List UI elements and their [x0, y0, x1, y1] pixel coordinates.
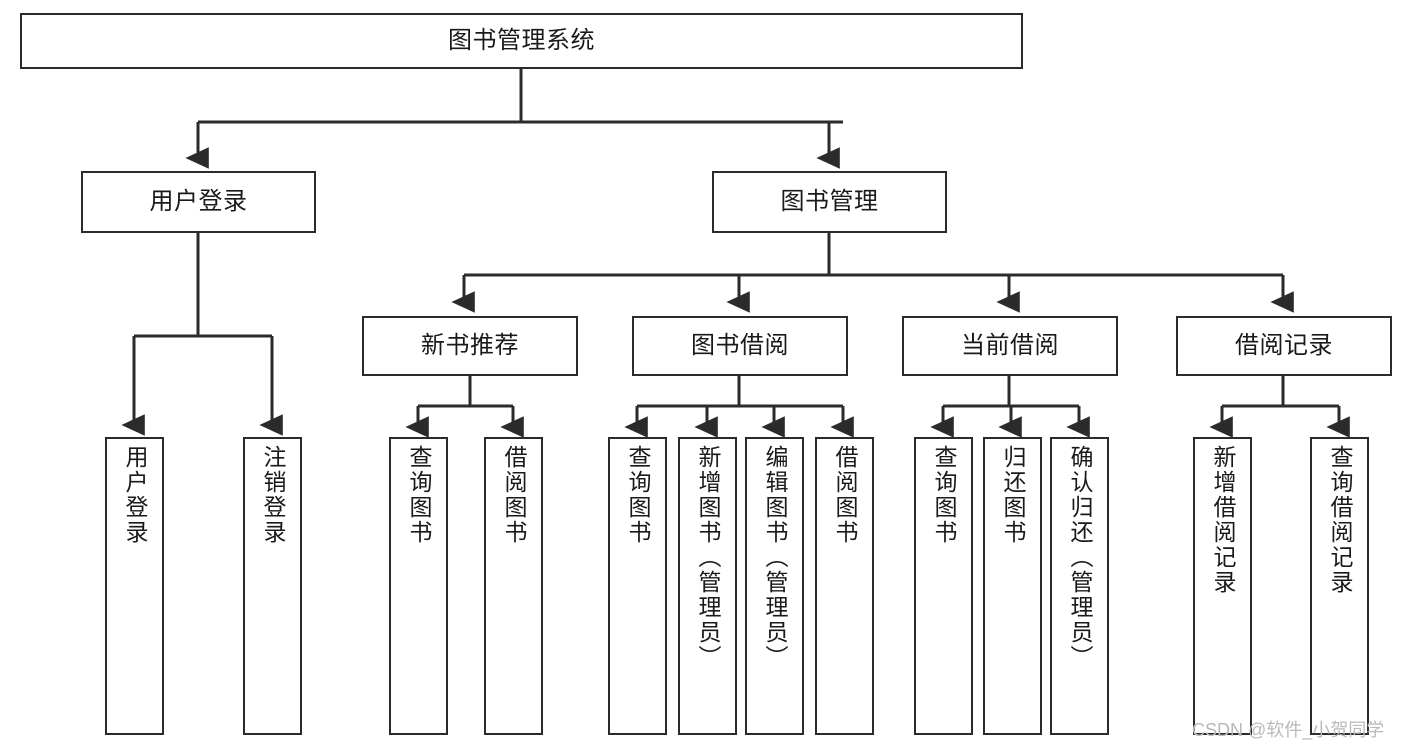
node-book-manage-label: 图书管理	[780, 187, 879, 215]
leaf-user-login-label: 用户登录	[122, 445, 148, 545]
leaf-logout-label: 注销登录	[260, 445, 286, 545]
leaf-add-book-admin-label: 新增图书（管理员）	[695, 445, 721, 670]
node-book-borrow-label: 图书借阅	[691, 331, 789, 359]
leaf-query-book-borrow-label: 查询图书	[625, 445, 651, 545]
leaf-add-borrow-record-label: 新增借阅记录	[1210, 445, 1236, 595]
leaf-borrow-book-rec[interactable]: 借阅图书	[484, 437, 543, 735]
node-book-borrow[interactable]: 图书借阅	[632, 316, 848, 376]
leaf-query-borrow-record[interactable]: 查询借阅记录	[1310, 437, 1369, 735]
leaf-query-book-current-label: 查询图书	[931, 445, 957, 545]
node-current-borrow-label: 当前借阅	[961, 331, 1059, 359]
leaf-add-book-admin[interactable]: 新增图书（管理员）	[678, 437, 737, 735]
node-new-book-recommend[interactable]: 新书推荐	[362, 316, 578, 376]
leaf-return-book[interactable]: 归还图书	[983, 437, 1042, 735]
node-borrow-record-label: 借阅记录	[1235, 331, 1333, 359]
leaf-return-book-label: 归还图书	[1000, 445, 1026, 545]
leaf-query-book-rec-label: 查询图书	[406, 445, 432, 545]
leaf-query-borrow-record-label: 查询借阅记录	[1327, 445, 1353, 595]
leaf-query-book-rec[interactable]: 查询图书	[389, 437, 448, 735]
node-new-book-recommend-label: 新书推荐	[421, 331, 519, 359]
leaf-query-book-borrow[interactable]: 查询图书	[608, 437, 667, 735]
leaf-user-login[interactable]: 用户登录	[105, 437, 164, 735]
node-user-login-label: 用户登录	[149, 187, 248, 215]
leaf-edit-book-admin-label: 编辑图书（管理员）	[762, 445, 788, 670]
leaf-query-book-current[interactable]: 查询图书	[914, 437, 973, 735]
leaf-confirm-return-admin-label: 确认归还（管理员）	[1067, 445, 1093, 670]
leaf-edit-book-admin[interactable]: 编辑图书（管理员）	[745, 437, 804, 735]
node-root-label: 图书管理系统	[448, 26, 595, 54]
leaf-borrow-book[interactable]: 借阅图书	[815, 437, 874, 735]
leaf-borrow-book-rec-label: 借阅图书	[501, 445, 527, 545]
leaf-logout[interactable]: 注销登录	[243, 437, 302, 735]
node-user-login[interactable]: 用户登录	[81, 171, 316, 233]
node-book-manage[interactable]: 图书管理	[712, 171, 947, 233]
node-borrow-record[interactable]: 借阅记录	[1176, 316, 1392, 376]
leaf-confirm-return-admin[interactable]: 确认归还（管理员）	[1050, 437, 1109, 735]
node-current-borrow[interactable]: 当前借阅	[902, 316, 1118, 376]
leaf-borrow-book-label: 借阅图书	[832, 445, 858, 545]
node-root[interactable]: 图书管理系统	[20, 13, 1023, 69]
csdn-watermark: CSDN @软件_小贺同学	[1192, 720, 1385, 740]
leaf-add-borrow-record[interactable]: 新增借阅记录	[1193, 437, 1252, 735]
